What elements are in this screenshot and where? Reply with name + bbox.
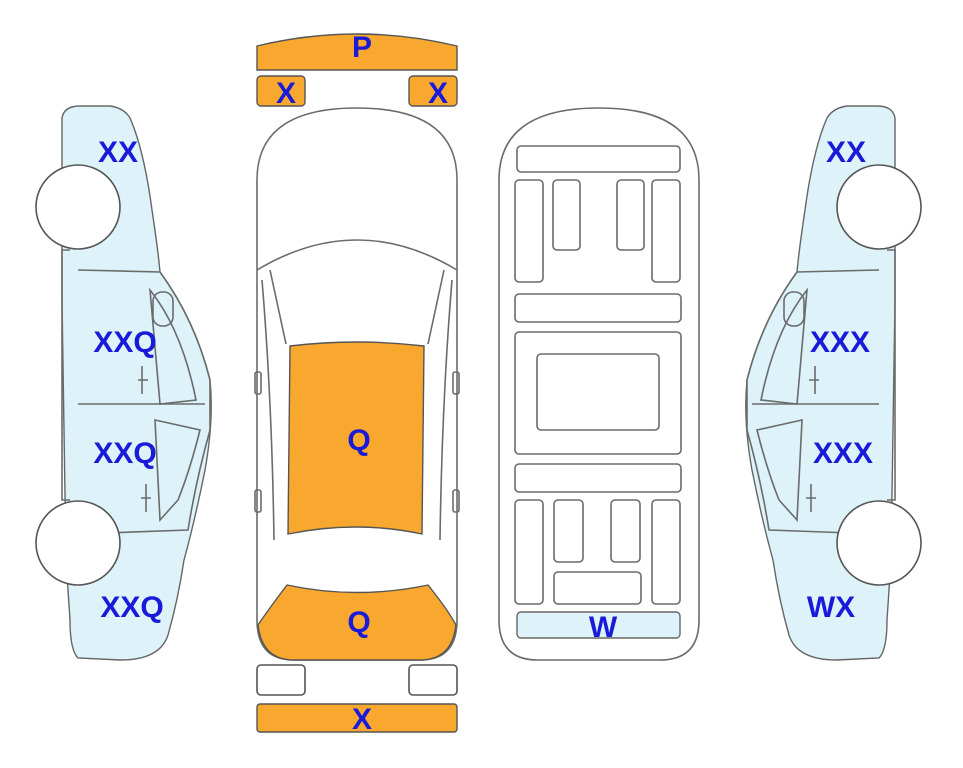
- right-rear-wheel: [836, 500, 922, 586]
- left-rear-wheel: [35, 500, 121, 586]
- left-side-view: XX XXQ XXQ XXQ: [35, 105, 212, 661]
- top-view: P X X Q Q X: [254, 31, 460, 736]
- rear-right-light[interactable]: [408, 664, 458, 696]
- right-front-fender-code: XX: [826, 136, 866, 169]
- left-rear-door-code: XXQ: [93, 437, 156, 470]
- front-right-light[interactable]: [408, 75, 458, 107]
- underside-view: W: [498, 107, 700, 661]
- left-front-wheel: [35, 164, 121, 250]
- front-left-light[interactable]: [256, 75, 306, 107]
- right-front-wheel: [836, 164, 922, 250]
- windshield[interactable]: [287, 341, 425, 535]
- right-side-view: [745, 105, 922, 661]
- front-right-light-code: X: [428, 77, 448, 110]
- right-rear-door-code: XXX: [813, 437, 873, 470]
- underside-rear-panel-code: W: [589, 611, 618, 644]
- left-rear-quarter-code: XXQ: [100, 591, 163, 624]
- rear-left-light[interactable]: [256, 664, 306, 696]
- rear-bumper[interactable]: [256, 703, 458, 733]
- rear-bumper-code: X: [352, 703, 372, 736]
- windshield-code: Q: [347, 424, 370, 457]
- front-bumper[interactable]: [256, 33, 458, 71]
- rear-window-code: Q: [347, 606, 370, 639]
- right-front-door-code: XXX: [810, 326, 870, 359]
- front-left-light-code: X: [276, 77, 296, 110]
- rear-window[interactable]: [257, 584, 457, 661]
- right-rear-quarter-code: WX: [807, 591, 855, 624]
- underside-rear-panel[interactable]: [516, 611, 681, 639]
- front-bumper-code: P: [352, 31, 372, 64]
- left-front-door-code: XXQ: [93, 326, 156, 359]
- left-front-fender-code: XX: [98, 136, 138, 169]
